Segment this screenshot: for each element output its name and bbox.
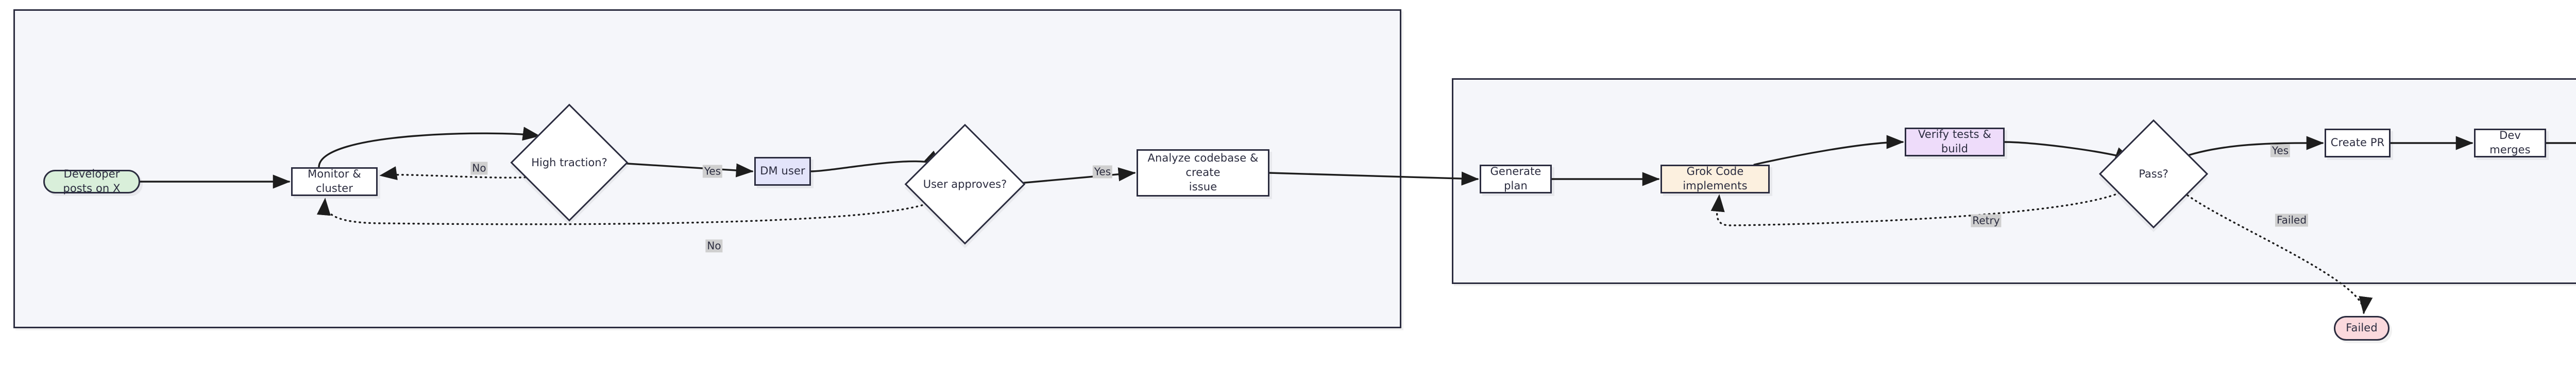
diamond-shape [2098,119,2209,229]
node-monitor-cluster[interactable]: Monitor & cluster [291,167,378,196]
diamond-shape [904,123,1026,245]
node-pass[interactable]: Pass? [2098,119,2209,229]
edge-path-16 [2179,188,2373,314]
edge-path-14 [316,198,937,225]
diamond-shape [510,103,629,222]
edge-path-2 [610,162,754,178]
node-developer-posts-on-x[interactable]: Developer posts on X [43,168,140,194]
edge-label-no-high-traction: No [470,162,488,175]
node-high-traction[interactable]: High traction? [510,103,629,222]
node-label: Create PR [2330,136,2385,149]
node-label: Generate plan [1490,165,1541,192]
subgraph-build [1452,78,2576,284]
node-label: Monitor & cluster [308,168,361,194]
edge-path-8 [2004,141,2133,161]
node-label: Verify tests & build [1918,128,1991,155]
node-verify-tests-build[interactable]: Verify tests & build [1905,128,2005,156]
edge-path-4 [1007,167,1136,185]
node-label: Failed [2346,322,2378,334]
edge-label-failed: Failed [2275,214,2309,227]
node-failed[interactable]: Failed [2334,316,2389,341]
node-dm-user[interactable]: DM user [754,157,811,186]
edge-label-no-user-approves: No [705,239,723,253]
node-create-pr[interactable]: Create PR [2325,129,2391,157]
node-generate-plan[interactable]: Generate plan [1480,165,1552,193]
edge-path-15 [1710,187,2129,226]
node-label: Grok Code implements [1683,165,1748,192]
edge-label-retry: Retry [1971,214,2002,227]
node-label-line-1: Analyze codebase & create [1147,152,1259,179]
edge-label-yes-pass: Yes [2270,144,2291,157]
node-label: DM user [760,165,805,178]
edge-path-9 [2178,136,2324,160]
node-label: Dev merges [2489,129,2531,156]
node-dev-merges[interactable]: Dev merges [2474,129,2546,157]
edge-path-1 [318,127,540,168]
node-grok-code-implements[interactable]: Grok Code implements [1660,165,1770,193]
edge-path-7 [1753,135,1904,166]
edge-path-5 [1268,171,1479,186]
node-label: Developer posts on X [63,168,121,194]
edge-path-13 [379,166,541,181]
node-analyze-codebase-create-issue[interactable]: Analyze codebase & create issue [1137,149,1269,197]
edge-label-yes-user-approves: Yes [1092,165,1113,179]
node-user-approves[interactable]: User approves? [904,123,1026,245]
node-label-line-2: issue [1189,180,1217,193]
edge-label-yes-high-traction: Yes [702,165,723,178]
